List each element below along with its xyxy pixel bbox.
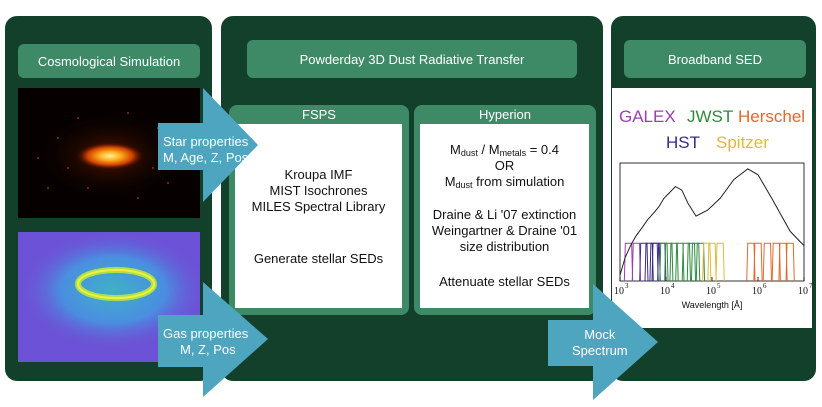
x-tick-label: 10: [706, 286, 716, 297]
herschel-label: Herschel: [738, 107, 806, 126]
hyperion-box: Hyperion Mdust / Mmetals = 0.4 OR Mdust …: [414, 105, 596, 315]
fsps-box: FSPS Kroupa IMF MIST Isochrones MILES Sp…: [229, 105, 409, 315]
hst-label: HST: [666, 133, 700, 152]
dust-from-simulation: Mdust from simulation: [444, 174, 565, 190]
filter-curve-spitzer: [715, 242, 725, 282]
hyperion-content: Mdust / Mmetals = 0.4 OR Mdust from simu…: [420, 124, 589, 308]
sed-title: Broadband SED: [624, 40, 806, 78]
fsps-content: Kroupa IMF MIST Isochrones MILES Spectra…: [235, 124, 402, 308]
filter-curve-jwst: [675, 242, 685, 282]
fsps-isochrones: MIST Isochrones: [269, 183, 368, 198]
filter-curve-herschel: [753, 242, 763, 282]
x-tick-exponent: 5: [717, 282, 721, 290]
x-axis-label: Wavelength [Å]: [682, 300, 743, 310]
gas-arrow-label: Gas properties M, Z, Pos: [163, 326, 249, 357]
simulation-title: Cosmological Simulation: [18, 44, 200, 78]
fsps-spectral-library: MILES Spectral Library: [251, 199, 386, 214]
x-tick-label: 10: [798, 286, 808, 297]
filter-curve-jwst: [664, 242, 674, 282]
filter-curve-herschel: [785, 242, 795, 282]
filter-curve-jwst: [695, 242, 706, 282]
filter-curve-galex: [631, 242, 642, 282]
filter-curve-jwst: [669, 242, 679, 282]
fsps-action: Generate stellar SEDs: [253, 251, 384, 266]
hyperion-title: Hyperion: [478, 107, 532, 122]
or-label: OR: [494, 158, 515, 173]
spitzer-label: Spitzer: [716, 133, 769, 152]
filter-curve-hst: [649, 242, 659, 282]
star-arrow-label: Star properties M, Age, Z, Pos: [163, 134, 249, 165]
x-tick-exponent: 4: [671, 282, 675, 290]
x-tick-exponent: 3: [625, 282, 629, 290]
filter-curve-hst: [639, 242, 649, 282]
hyperion-action: Attenuate stellar SEDs: [439, 274, 570, 289]
filter-curve-jwst: [659, 242, 669, 282]
mock-spectrum-label: Mock Spectrum: [572, 327, 628, 358]
filter-curve-herschel: [762, 242, 773, 282]
fsps-imf: Kroupa IMF: [284, 167, 353, 182]
gas-arrow: [158, 282, 268, 397]
filter-curve-spitzer: [702, 242, 712, 282]
dust-to-metals-ratio: Mdust / Mmetals = 0.4: [450, 142, 559, 158]
x-tick-label: 10: [660, 286, 670, 297]
galex-label: GALEX: [619, 107, 676, 126]
sed-line: [619, 168, 805, 276]
extinction-law: Draine & Li '07 extinction: [432, 207, 577, 222]
x-tick-label: 10: [752, 286, 762, 297]
jwst-label: JWST: [687, 107, 734, 126]
star-arrow: [158, 88, 258, 202]
x-tick-exponent: 6: [763, 282, 767, 290]
filter-curve-galex: [623, 242, 634, 282]
fsps-title: FSPS: [302, 107, 336, 122]
size-distribution: size distribution: [459, 239, 550, 254]
filter-curve-jwst: [681, 242, 691, 282]
x-tick-exponent: 7: [809, 282, 812, 290]
filter-curve-jwst: [686, 242, 697, 282]
filter-curve-spitzer: [707, 242, 717, 282]
filter-curve-herschel: [771, 242, 781, 282]
filter-curve-jwst: [690, 242, 701, 282]
size-distribution-ref: Weingartner & Draine '01: [431, 223, 578, 238]
x-tick-label: 10: [614, 286, 624, 297]
mock-spectrum-arrow: [548, 284, 658, 400]
powderday-title: Powderday 3D Dust Radiative Transfer: [247, 40, 577, 78]
